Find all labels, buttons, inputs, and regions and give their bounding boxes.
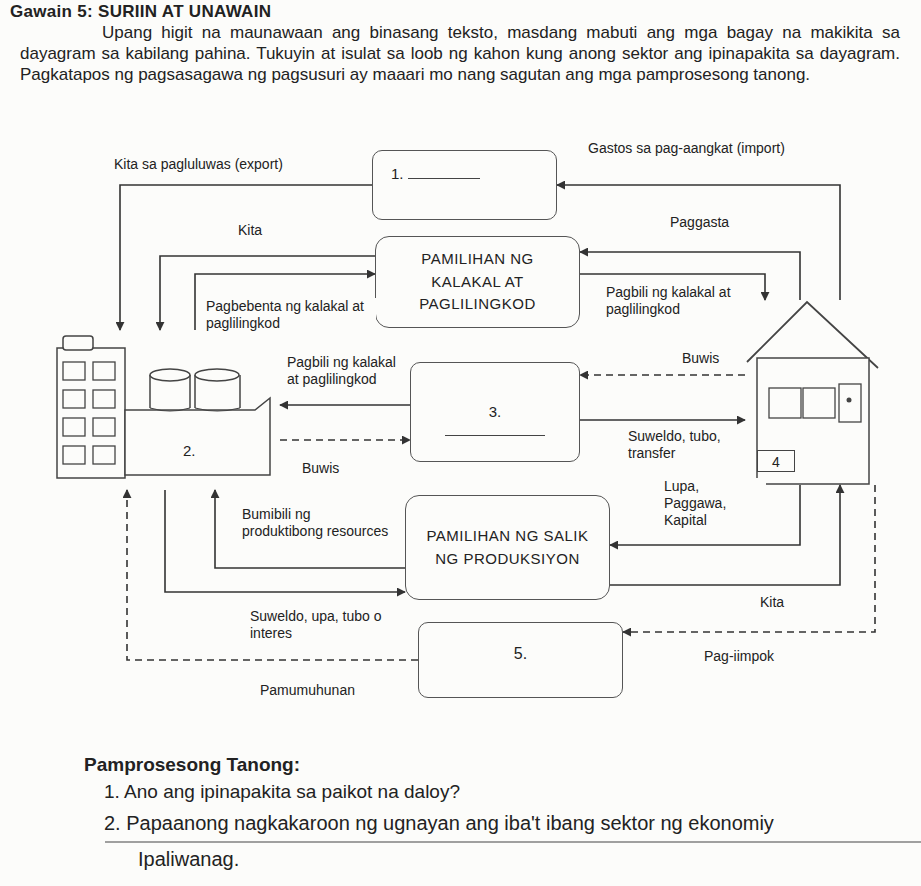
section-heading: Pamprosesong Tanong: [84, 754, 300, 776]
flow-arrow [280, 404, 410, 406]
flow-label: Pag-iimpok [702, 648, 806, 665]
flow-label: Kita [236, 222, 300, 239]
callout-number: 5. [419, 623, 622, 663]
flow-arrow [215, 490, 405, 568]
callout-number: 2. [183, 442, 196, 459]
answer-row: 1. [373, 151, 556, 182]
flow-arrow [580, 419, 745, 421]
flow-label: Pagbili ng kalakal at paglilingkod [604, 284, 758, 318]
flow-label: Bumibili ng produktibong resources [240, 506, 394, 540]
worksheet-title: Gawain 5: SURIIN AT UNAWAIN [10, 2, 271, 22]
flow-label: Pagbili ng kalakal at paglilingkod [285, 354, 407, 388]
callout-number: 4 [757, 450, 795, 472]
dashed-flow-arrow [127, 490, 418, 660]
answer-blank [445, 434, 545, 436]
answer-blank [408, 177, 480, 179]
question: 2. Papaanong nagkakaroon ng ugnayan ang … [104, 812, 774, 835]
market-box: PAMILIHAN NG KALAKAL AT PAGLILINGKOD [375, 236, 580, 328]
answer-box: 1. [372, 150, 557, 220]
flow-label: Buwis [680, 350, 734, 367]
answer-line [105, 842, 921, 843]
callout-number: 1. [391, 165, 404, 182]
flow-label: Paggasta [668, 214, 762, 231]
dashed-flow-arrow [280, 439, 410, 441]
flow-label: Pagbebenta ng kalakal at paglilingkod [204, 298, 376, 332]
market-name: PAMILIHAN NG KALAKAL AT PAGLILINGKOD [386, 248, 569, 316]
building-illustration [55, 330, 280, 490]
flow-label: Kita [758, 594, 812, 611]
answer-box: 3. [410, 362, 580, 462]
flow-arrow [165, 490, 405, 592]
household-house: 4 [745, 300, 880, 485]
market-box: PAMILIHAN NG SALIK NG PRODUKSIYON [405, 495, 610, 600]
flow-label: Gastos sa pag-aangkat (import) [586, 140, 830, 157]
market-name: PAMILIHAN NG SALIK NG PRODUKSIYON [416, 525, 599, 570]
flow-label: Pamumuhunan [258, 682, 382, 699]
question-continuation: Ipaliwanag. [138, 848, 239, 871]
flow-label: Suweldo, upa, tubo o interes [248, 608, 392, 642]
flow-label: Buwis [300, 460, 354, 477]
flow-label: Lupa, Paggawa, Kapital [662, 478, 766, 529]
callout-number: 3. [411, 403, 579, 420]
flow-label: Kita sa pagluluwas (export) [112, 156, 366, 173]
question: 1. Ano ang ipinapakita sa paikot na dalo… [104, 781, 460, 803]
flow-label: Suweldo, tubo, transfer [626, 428, 740, 462]
answer-col: 3. [411, 363, 579, 436]
instruction-paragraph: Upang higit na maunawaan ang binasang te… [20, 22, 900, 85]
flow-arrow [557, 185, 840, 300]
firm-building: 2. [55, 330, 280, 490]
answer-box: 5. [418, 622, 623, 698]
dashed-flow-arrow [580, 374, 745, 376]
